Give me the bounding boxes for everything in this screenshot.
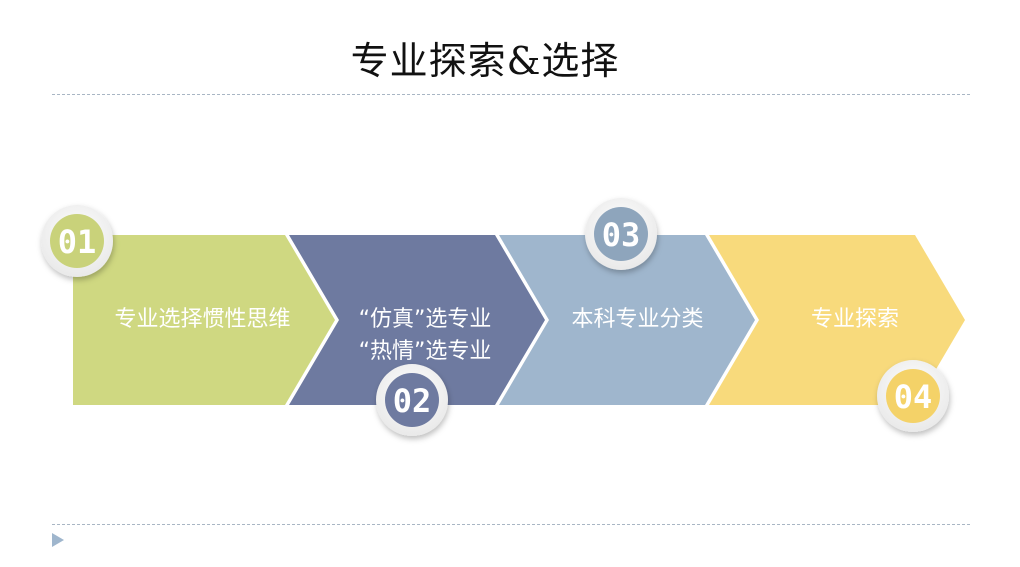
step-3-badge xyxy=(585,198,657,270)
step-3-number: 03 xyxy=(602,216,641,254)
step-2-label-line-1: “仿真”选专业 xyxy=(358,307,492,332)
step-3-arrow xyxy=(499,235,755,405)
step-1-label: 专业选择惯性思维 xyxy=(114,307,291,332)
step-2-arrow xyxy=(289,235,545,405)
step-1-arrow xyxy=(73,235,335,405)
step-4-label: 专业探索 xyxy=(810,307,899,332)
step-1-badge xyxy=(41,205,113,277)
step-4-number: 04 xyxy=(894,378,933,416)
step-2-number: 02 xyxy=(393,382,432,420)
play-icon xyxy=(52,533,64,547)
top-divider xyxy=(52,94,970,95)
step-4-badge xyxy=(877,360,949,432)
step-2-label-line-2: “热情”选专业 xyxy=(358,339,492,364)
step-2-badge xyxy=(376,364,448,436)
page-title: 专业探索&选择 xyxy=(350,39,620,83)
step-1-number: 01 xyxy=(58,223,97,261)
bottom-divider xyxy=(52,524,970,525)
step-2-label: “仿真”选专业 “热情”选专业 xyxy=(330,304,520,368)
step-3-label: 本科专业分类 xyxy=(571,307,704,332)
